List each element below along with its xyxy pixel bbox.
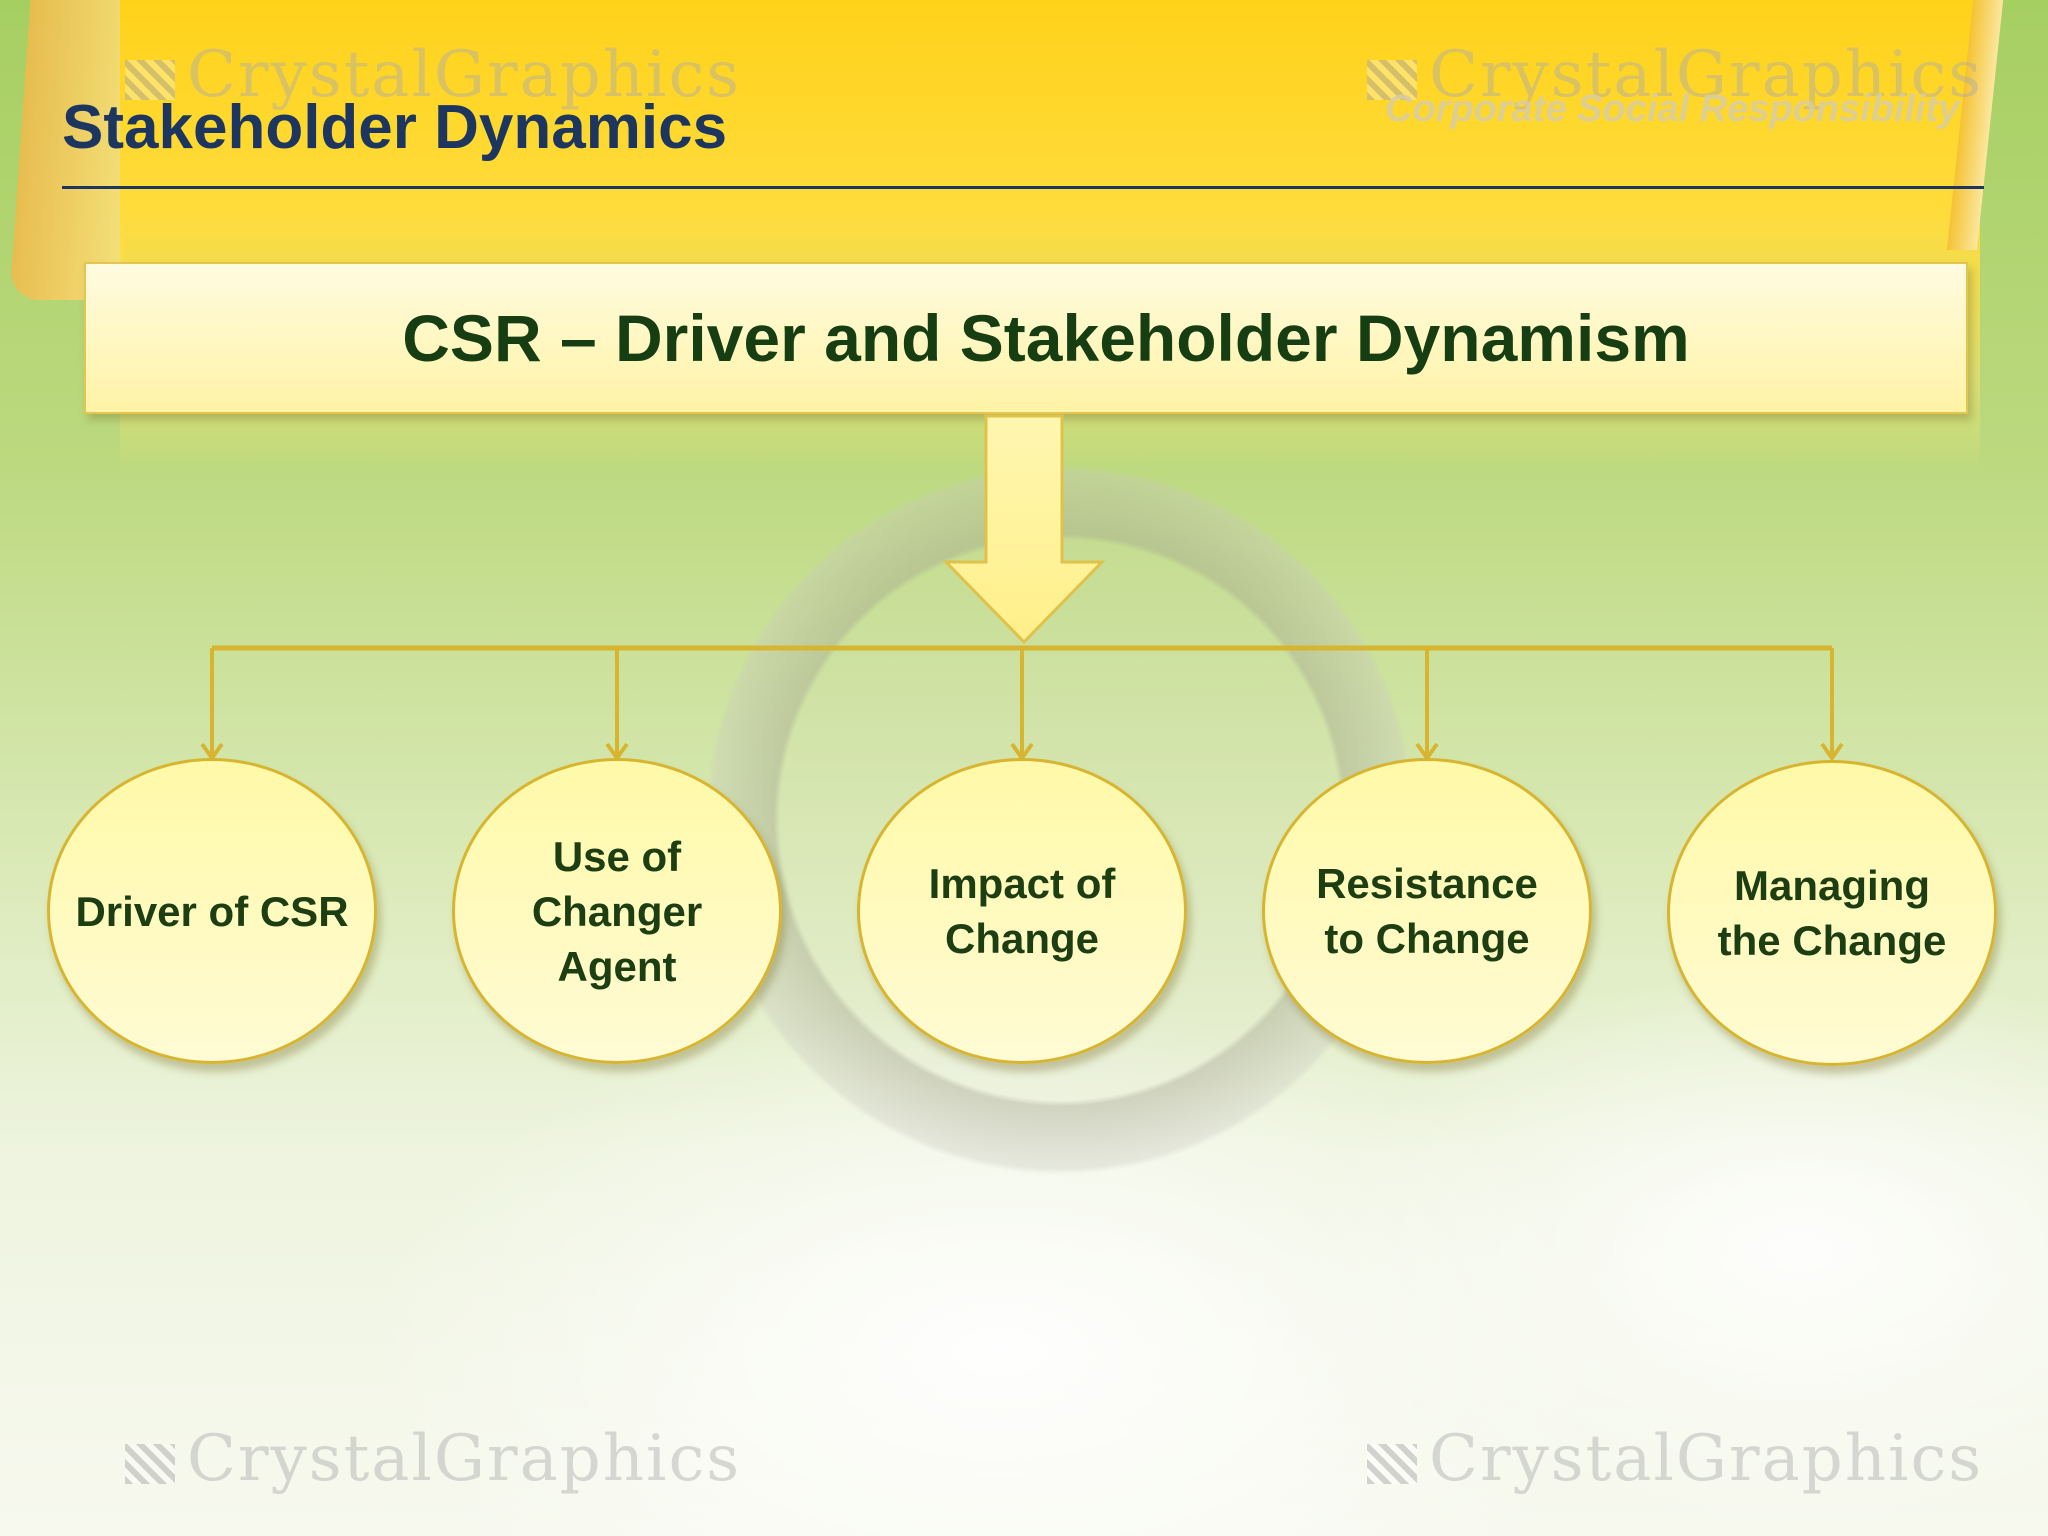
node-label: Impact of Change bbox=[928, 860, 1116, 962]
node-impact-of-change: Impact of Change bbox=[857, 758, 1187, 1064]
connector-drops bbox=[200, 648, 1844, 762]
node-label: Use of Changer Agent bbox=[531, 832, 703, 990]
slide-subtitle: Corporate Social Responsibility bbox=[1385, 88, 1960, 130]
node-label: Resistance to Change bbox=[1316, 860, 1538, 962]
watermark-logo-icon bbox=[125, 1444, 175, 1484]
title-divider bbox=[62, 186, 1984, 189]
node-label: Driver of CSR bbox=[75, 887, 349, 935]
node-resistance-to-change: Resistance to Change bbox=[1262, 758, 1592, 1064]
watermark-logo-icon bbox=[1367, 60, 1417, 100]
diagram-header-box: CSR – Driver and Stakeholder Dynamism bbox=[84, 262, 1968, 414]
watermark-bottom-right: CrystalGraphics bbox=[1367, 1422, 1983, 1496]
node-managing-the-change: Managing the Change bbox=[1667, 760, 1997, 1066]
watermark-bottom-left: CrystalGraphics bbox=[125, 1422, 741, 1496]
page-title: Stakeholder Dynamics bbox=[62, 93, 728, 162]
node-driver-of-csr: Driver of CSR bbox=[47, 758, 377, 1064]
node-label: Managing the Change bbox=[1717, 862, 1947, 964]
watermark-logo-icon bbox=[125, 60, 175, 100]
diagram-header-text: CSR – Driver and Stakeholder Dynamism bbox=[402, 301, 1690, 375]
watermark-top-right: CrystalGraphics bbox=[1367, 38, 1983, 112]
watermark-top-left: CrystalGraphics bbox=[125, 38, 741, 112]
node-use-of-changer-agent: Use of Changer Agent bbox=[452, 758, 782, 1064]
down-arrow bbox=[942, 414, 1106, 645]
watermark-logo-icon bbox=[1367, 1444, 1417, 1484]
